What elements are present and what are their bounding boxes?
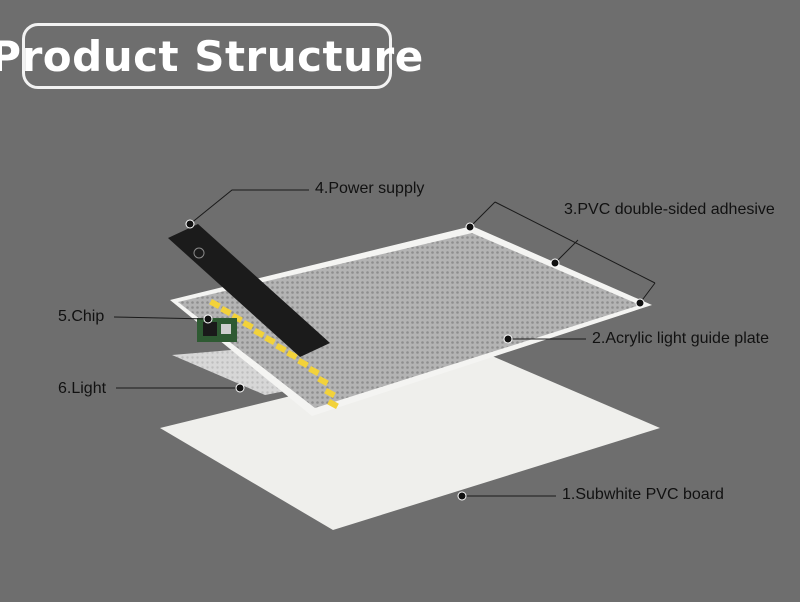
dot-chip <box>203 314 213 324</box>
power-supply-strip <box>168 224 330 357</box>
label-chip: 5.Chip <box>58 308 105 325</box>
leader-dots <box>185 219 645 501</box>
dot-adhesive-c <box>635 298 645 308</box>
led <box>324 388 336 398</box>
light-panel-dotted-surface <box>178 233 640 408</box>
label-light: 6.Light <box>58 380 107 397</box>
leader-adhesive-2 <box>469 201 496 228</box>
page-title: Product Structure <box>0 31 424 81</box>
leader-adhesive-3 <box>554 239 579 264</box>
label-power-supply: 4.Power supply <box>315 180 425 197</box>
label-acrylic-plate: 2.Acrylic light guide plate <box>592 330 769 347</box>
dot-power-supply <box>185 219 195 229</box>
led <box>220 306 232 316</box>
leader-power-supply <box>189 189 309 225</box>
leader-chip <box>113 316 209 320</box>
label-pvc-adhesive: 3.PVC double-sided adhesive <box>564 201 775 218</box>
subwhite-pvc-board <box>160 350 660 530</box>
led <box>327 399 339 409</box>
leader-lines <box>113 189 656 497</box>
dot-light <box>235 383 245 393</box>
dot-adhesive-a <box>465 222 475 232</box>
led <box>209 299 221 309</box>
led <box>264 335 276 345</box>
led <box>242 320 254 330</box>
led <box>286 350 298 360</box>
dot-acrylic <box>503 334 513 344</box>
dot-pvc-board <box>457 491 467 501</box>
led <box>308 366 320 376</box>
label-pvc-board: 1.Subwhite PVC board <box>562 486 724 503</box>
led <box>297 358 309 368</box>
power-button-icon <box>193 247 205 259</box>
chip <box>197 318 237 342</box>
led <box>275 343 287 353</box>
led <box>253 328 265 338</box>
led <box>317 376 329 386</box>
dot-adhesive-b <box>550 258 560 268</box>
title-box: Product Structure <box>0 23 423 89</box>
